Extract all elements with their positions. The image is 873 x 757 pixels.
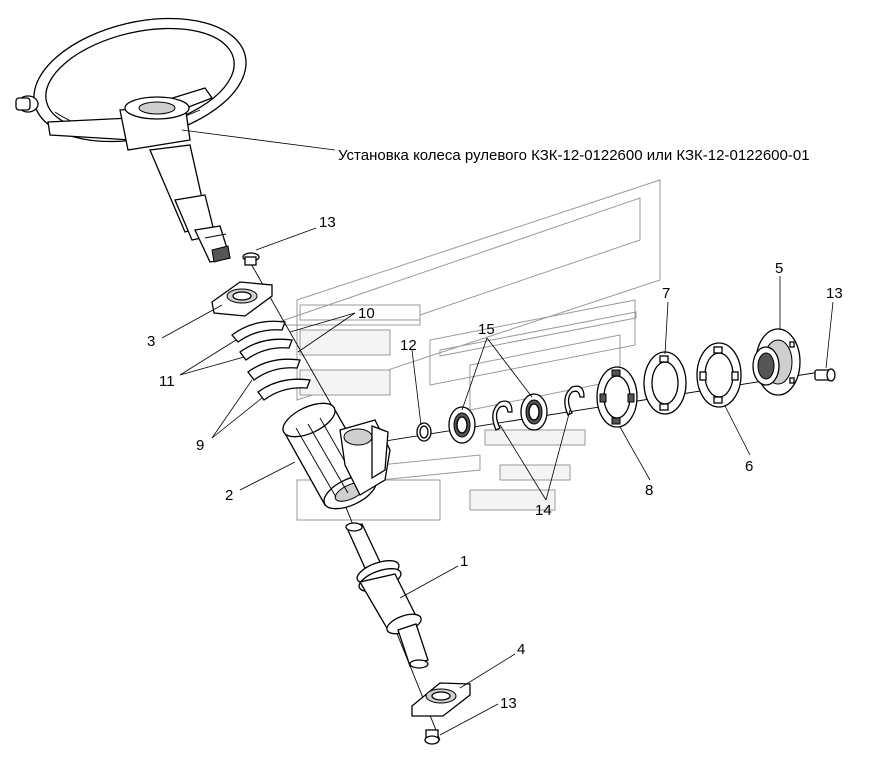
gasket-6 [696,342,742,408]
callout-12: 12 [400,337,417,354]
shaft-1 [345,522,429,669]
shims-11 [231,320,293,361]
callout-10: 10 [358,305,375,322]
callout-5: 5 [775,260,783,277]
flange-3 [211,281,273,317]
bearing-15-b [520,393,548,431]
callout-13-right: 13 [826,285,843,302]
callout-15: 15 [478,321,495,338]
circlip-14-b [564,385,585,416]
steering-wheel [15,17,247,263]
plate-8 [596,366,638,428]
callout-7: 7 [662,285,670,302]
callout-6: 6 [745,458,753,475]
shims-9 [247,358,311,401]
circlip-14-a [492,400,513,431]
callout-4: 4 [517,641,525,658]
callout-9: 9 [196,437,204,454]
housing-2 [282,402,391,510]
gasket-7 [643,351,687,415]
leader-lines [161,129,834,736]
bolt-13-top [242,252,260,266]
assembly-caption: Установка колеса рулевого КЗК-12-0122600… [338,147,810,164]
bolt-13-bottom [424,729,440,745]
callout-11: 11 [159,373,175,390]
callout-8: 8 [645,482,653,499]
callout-13-bottom: 13 [500,695,517,712]
bolt-13-right [814,368,836,382]
flange-4 [411,682,471,717]
callout-3: 3 [147,333,155,350]
callout-2: 2 [225,487,233,504]
ring-12 [416,422,432,442]
bearing-15-a [448,406,476,444]
callout-14: 14 [535,502,552,519]
callout-1: 1 [460,553,468,570]
callouts: 13 3 10 11 12 15 9 2 14 8 7 6 5 13 1 4 1… [147,214,843,712]
callout-13-top: 13 [319,214,336,231]
flange-5 [752,328,801,396]
